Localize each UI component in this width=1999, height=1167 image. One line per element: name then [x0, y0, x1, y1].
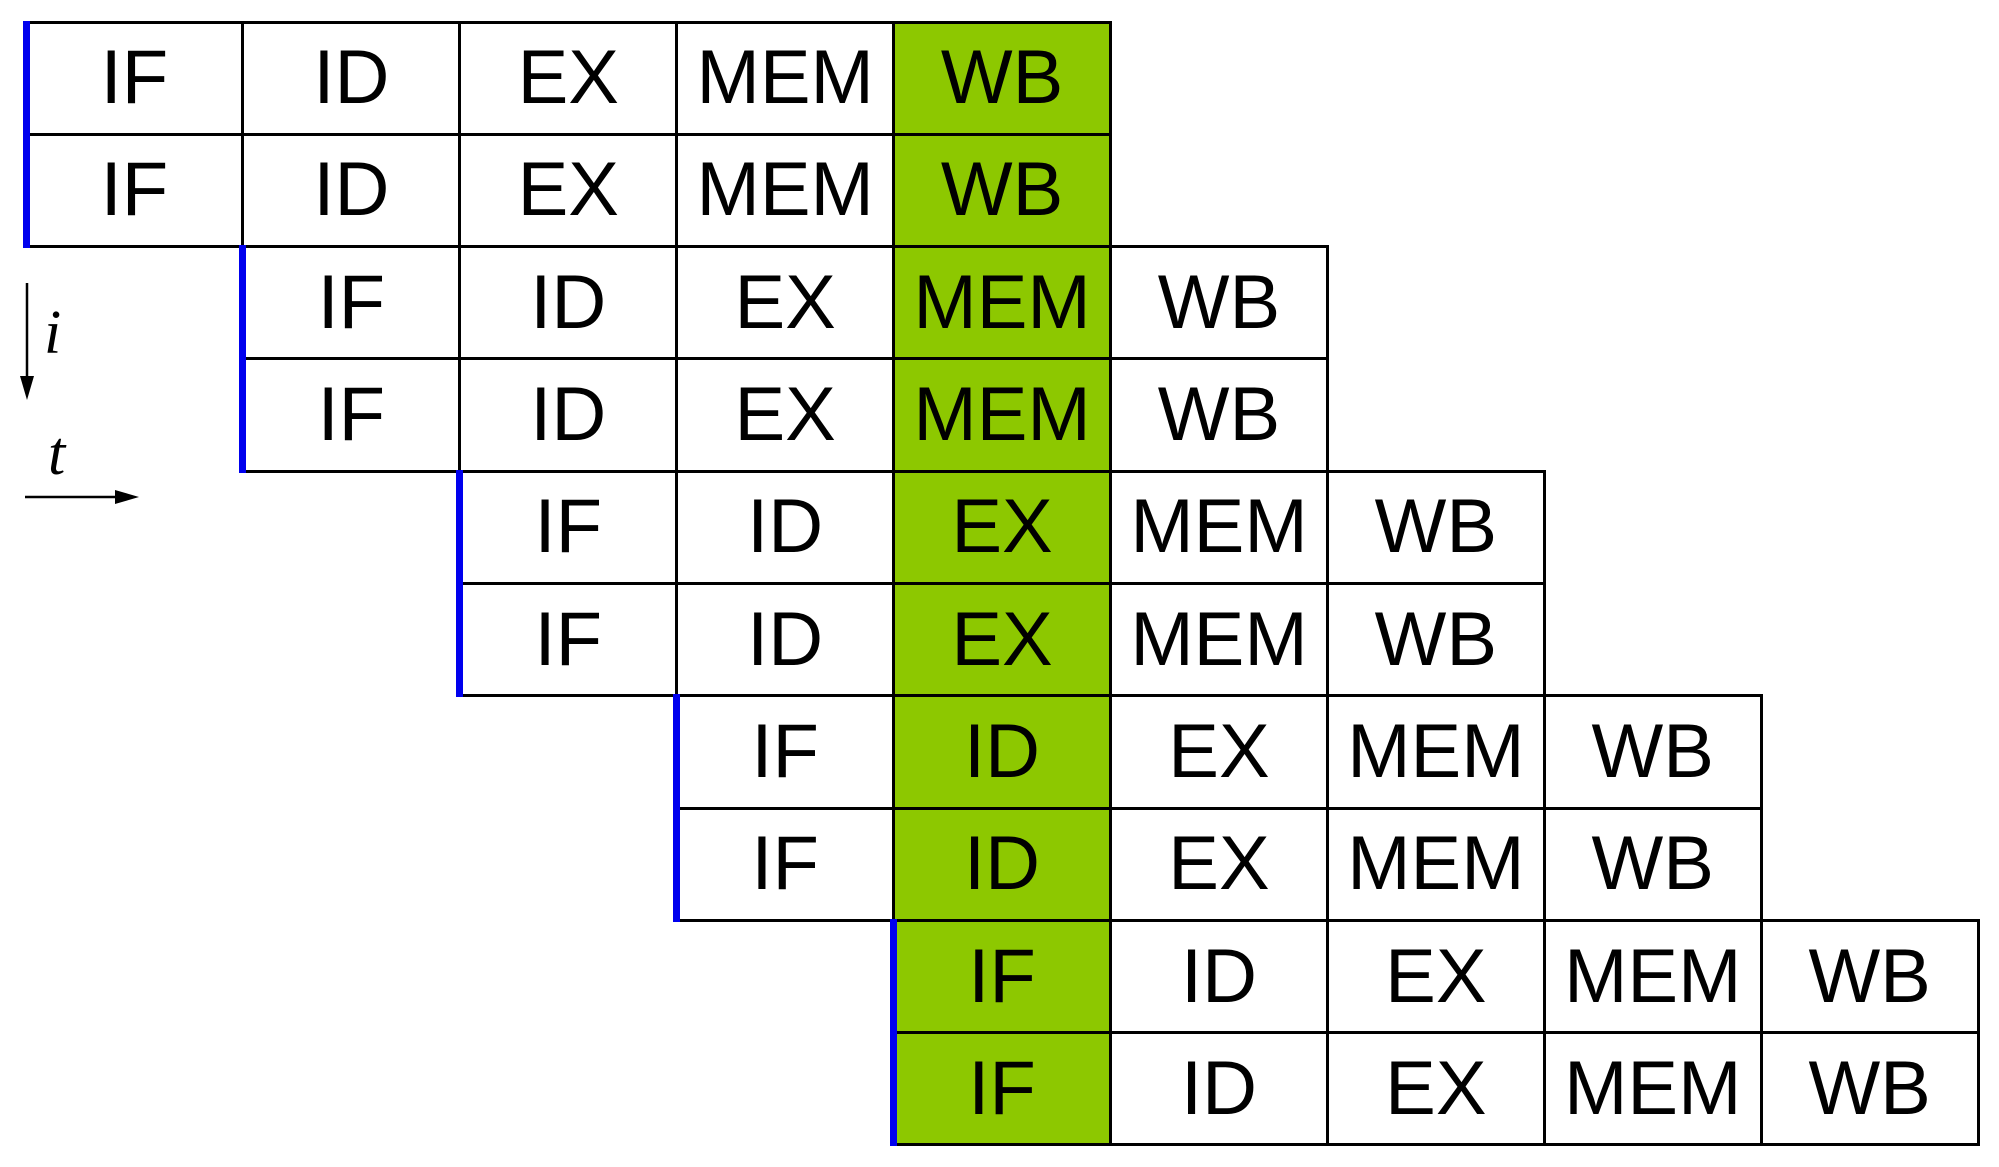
stage-cell: IF: [244, 360, 459, 470]
stage-cell: WB: [1325, 585, 1543, 695]
stage-cell: ID: [458, 248, 676, 358]
stage-cell: WB: [1759, 1034, 1977, 1144]
issue-pair-marker-1: [22, 20, 30, 249]
issue-pair-marker-4: [673, 694, 681, 922]
instruction-row-5: IF ID EX MEM WB: [458, 469, 1546, 585]
stage-cell: IF: [678, 809, 893, 919]
stage-cell-highlighted: IF: [895, 921, 1109, 1032]
stage-cell: MEM: [1542, 1034, 1760, 1144]
issue-pair-marker-3: [456, 469, 464, 698]
stage-cell-highlighted: IF: [895, 1034, 1109, 1144]
stage-cell: ID: [675, 472, 893, 582]
stage-cell: EX: [1109, 809, 1326, 919]
stage-cell: MEM: [1325, 809, 1543, 919]
axis-arrows: [20, 283, 139, 504]
stage-cell-highlighted: EX: [892, 585, 1110, 695]
stage-cell: WB: [1542, 697, 1760, 807]
stage-cell: MEM: [1542, 921, 1760, 1032]
stage-cell-highlighted: EX: [892, 472, 1110, 582]
stage-cell: EX: [675, 360, 893, 470]
instruction-row-6: IF ID EX MEM WB: [458, 582, 1546, 698]
stage-cell: ID: [241, 23, 459, 133]
stage-cell: WB: [1109, 360, 1326, 470]
stage-cell-highlighted: WB: [892, 23, 1110, 133]
stage-cell: WB: [1542, 809, 1760, 919]
stage-cell: IF: [27, 135, 242, 246]
stage-cell: ID: [675, 585, 893, 695]
stage-cell: IF: [244, 248, 459, 358]
stage-cell: MEM: [675, 135, 893, 246]
stage-cell: ID: [241, 135, 459, 246]
stage-cell: MEM: [1325, 697, 1543, 807]
stage-cell: WB: [1109, 248, 1326, 358]
stage-cell-highlighted: MEM: [892, 360, 1110, 470]
issue-pair-marker-5: [890, 918, 898, 1147]
stage-cell: WB: [1325, 472, 1543, 582]
stage-cell: IF: [678, 697, 893, 807]
instruction-axis-arrow: [20, 283, 34, 400]
instruction-row-4: IF ID EX MEM WB: [241, 357, 1329, 473]
stage-cell: MEM: [675, 23, 893, 133]
stage-cell: EX: [1325, 921, 1543, 1032]
stage-cell: IF: [461, 472, 676, 582]
stage-cell: MEM: [1109, 472, 1326, 582]
stage-cell: EX: [1109, 697, 1326, 807]
stage-cell: EX: [458, 135, 676, 246]
issue-pair-marker-2: [239, 245, 247, 473]
stage-cell: EX: [458, 23, 676, 133]
instruction-row-10: IF ID EX MEM WB: [892, 1031, 1980, 1147]
stage-cell-highlighted: ID: [892, 809, 1109, 919]
stage-cell: ID: [458, 360, 676, 470]
stage-cell: EX: [1325, 1034, 1543, 1144]
stage-cell: IF: [27, 23, 242, 133]
instruction-row-1: IF ID EX MEM WB: [24, 20, 1112, 136]
stage-cell-highlighted: MEM: [892, 248, 1110, 358]
stage-cell: ID: [1109, 921, 1326, 1032]
instruction-row-7: IF ID EX MEM WB: [675, 694, 1763, 810]
stage-cell-highlighted: ID: [892, 697, 1109, 807]
stage-cell: EX: [675, 248, 893, 358]
instruction-row-9: IF ID EX MEM WB: [892, 918, 1980, 1035]
stage-cell: MEM: [1109, 585, 1326, 695]
instruction-row-2: IF ID EX MEM WB: [24, 132, 1112, 249]
stage-cell: IF: [461, 585, 676, 695]
stage-cell: WB: [1759, 921, 1977, 1032]
stage-cell-highlighted: WB: [892, 135, 1110, 246]
time-axis-arrow: [25, 490, 139, 504]
instruction-axis-label: i: [44, 299, 62, 367]
stage-cell: ID: [1109, 1034, 1326, 1144]
instruction-row-3: IF ID EX MEM WB: [241, 245, 1329, 361]
time-axis-label: t: [48, 420, 66, 488]
instruction-row-8: IF ID EX MEM WB: [675, 806, 1763, 922]
